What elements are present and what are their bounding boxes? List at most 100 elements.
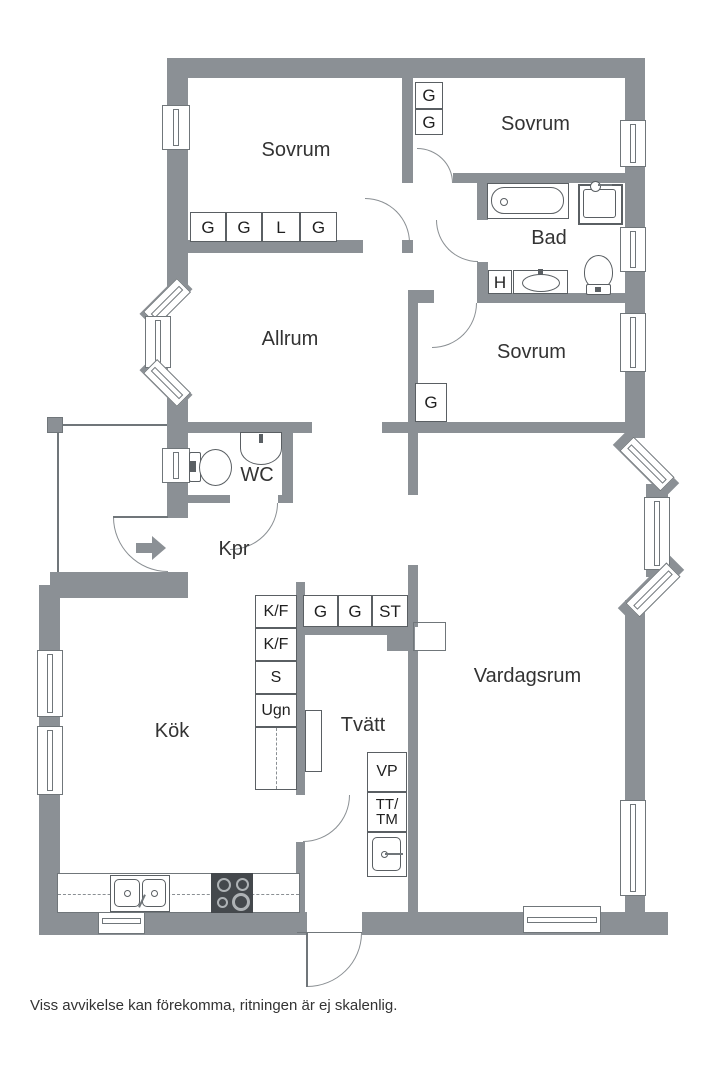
- wall-bath-west-a: [477, 183, 488, 220]
- fridge-freezer: K/F: [255, 628, 297, 661]
- window: [620, 313, 646, 372]
- stove: [211, 873, 253, 913]
- wall-central-a: [408, 303, 418, 422]
- wall-central-b: [408, 433, 418, 495]
- window: [162, 105, 190, 150]
- room-label-bathroom: Bad: [531, 227, 567, 249]
- room-label-allrum: Allrum: [261, 328, 319, 350]
- wall-closet-row-south: [297, 627, 392, 635]
- fridge-freezer: K/F: [255, 595, 297, 628]
- oven: Ugn: [255, 694, 297, 727]
- wall-bath-west-b: [477, 262, 488, 303]
- wall-bath-south: [477, 293, 625, 303]
- wall-corner-block: [387, 627, 415, 651]
- wall-central-d: [408, 650, 418, 912]
- room-label-livingroom: Vardagsrum: [473, 665, 582, 687]
- wall-right-3: [625, 272, 645, 313]
- wall-bottom-left: [39, 912, 307, 935]
- kitchen-sink: [110, 875, 170, 912]
- room-label-kitchen: Kök: [154, 720, 190, 742]
- appliance-label: S: [270, 668, 282, 686]
- wall-wc-north: [180, 422, 312, 433]
- door-leaf-back-exit: [306, 933, 308, 987]
- wall-right-4: [625, 372, 645, 438]
- porch-line-left: [57, 424, 59, 572]
- dishwasher: S: [255, 661, 297, 694]
- wall-right-1: [625, 78, 645, 120]
- wall-hall-south: [382, 422, 627, 433]
- shower: [578, 181, 623, 225]
- closet-label: ST: [379, 601, 401, 621]
- wall-right-5: [625, 600, 645, 800]
- closet-l: L: [262, 212, 300, 242]
- kitchen-cabinet: [255, 727, 297, 790]
- appliance-label: Ugn: [261, 701, 291, 719]
- closet-label: G: [422, 112, 436, 132]
- door-arc-laundry: [303, 795, 350, 842]
- porch-post: [47, 417, 63, 433]
- wall-right-2: [625, 167, 645, 227]
- appliance-label: K/F: [263, 602, 289, 620]
- door-arc-bedroom2: [417, 148, 453, 183]
- closet-label: G: [237, 217, 251, 237]
- counter-dashed-line: [58, 894, 299, 895]
- window: [620, 120, 646, 167]
- porch-line-top: [57, 424, 167, 426]
- door-leaf-entry: [113, 516, 168, 518]
- closet-label: G: [313, 601, 328, 621]
- window: [644, 497, 670, 570]
- wall-bedroom2-south: [453, 173, 625, 183]
- cabinet-label: H: [493, 272, 507, 292]
- chimney: [413, 622, 446, 651]
- disclaimer-text: Viss avvikelse kan förekomma, ritningen …: [30, 997, 398, 1014]
- room-label-laundry: Tvätt: [340, 714, 386, 736]
- door-arc-bathroom: [436, 220, 478, 262]
- closet-g: G: [226, 212, 262, 242]
- wall-entry-south: [50, 572, 188, 598]
- kitchen-counter: [57, 873, 300, 913]
- bathtub: [487, 183, 569, 219]
- room-label-kpr: Kpr: [218, 538, 250, 560]
- room-label-bedroom3: Sovrum: [497, 341, 566, 363]
- closet-label: L: [276, 217, 286, 237]
- door-arc-back-exit: [307, 933, 362, 987]
- dryer-washer: TT/ TM: [367, 792, 407, 832]
- wall-wc-east: [282, 433, 293, 503]
- closet-g: G: [300, 212, 337, 242]
- wall-top: [167, 58, 645, 78]
- window: [37, 726, 63, 795]
- window: [620, 800, 646, 896]
- window-wc: [162, 448, 190, 483]
- appliance-label: TM: [376, 811, 398, 828]
- closet-g: G: [415, 383, 447, 422]
- laundry-sink: [367, 832, 407, 877]
- closet-g: G: [303, 595, 338, 627]
- wall-bottom-right: [362, 912, 668, 935]
- appliance-label: K/F: [263, 635, 289, 653]
- wall-bedroom1-south: [188, 240, 363, 253]
- wall-kitchen-laundry-a: [296, 582, 305, 795]
- window: [37, 650, 63, 717]
- closet-g: G: [415, 82, 443, 109]
- wall-wc-south-a: [187, 495, 230, 503]
- appliance-label: TT/: [375, 796, 399, 813]
- wall-bedroom1-south-stub: [402, 240, 413, 253]
- closet-label: G: [311, 217, 326, 237]
- water-heater: VP: [367, 752, 407, 792]
- wall-wc-south-b: [278, 495, 293, 503]
- room-label-bedroom2: Sovrum: [501, 113, 570, 135]
- window: [620, 227, 646, 272]
- closet-g: G: [338, 595, 372, 627]
- wc-sink: [240, 432, 282, 465]
- laundry-bench: [305, 710, 322, 772]
- closet-label: G: [422, 86, 436, 105]
- wall-bedroom3-door-stub: [408, 290, 434, 303]
- wall-central-c: [408, 565, 418, 627]
- wall-kitchen-laundry-b: [296, 842, 305, 912]
- closet-g: G: [415, 109, 443, 135]
- wall-bedroom1-right: [402, 78, 413, 183]
- closet-g: G: [190, 212, 226, 242]
- bathroom-sink: [513, 269, 568, 294]
- towel-cabinet-h: H: [488, 270, 512, 294]
